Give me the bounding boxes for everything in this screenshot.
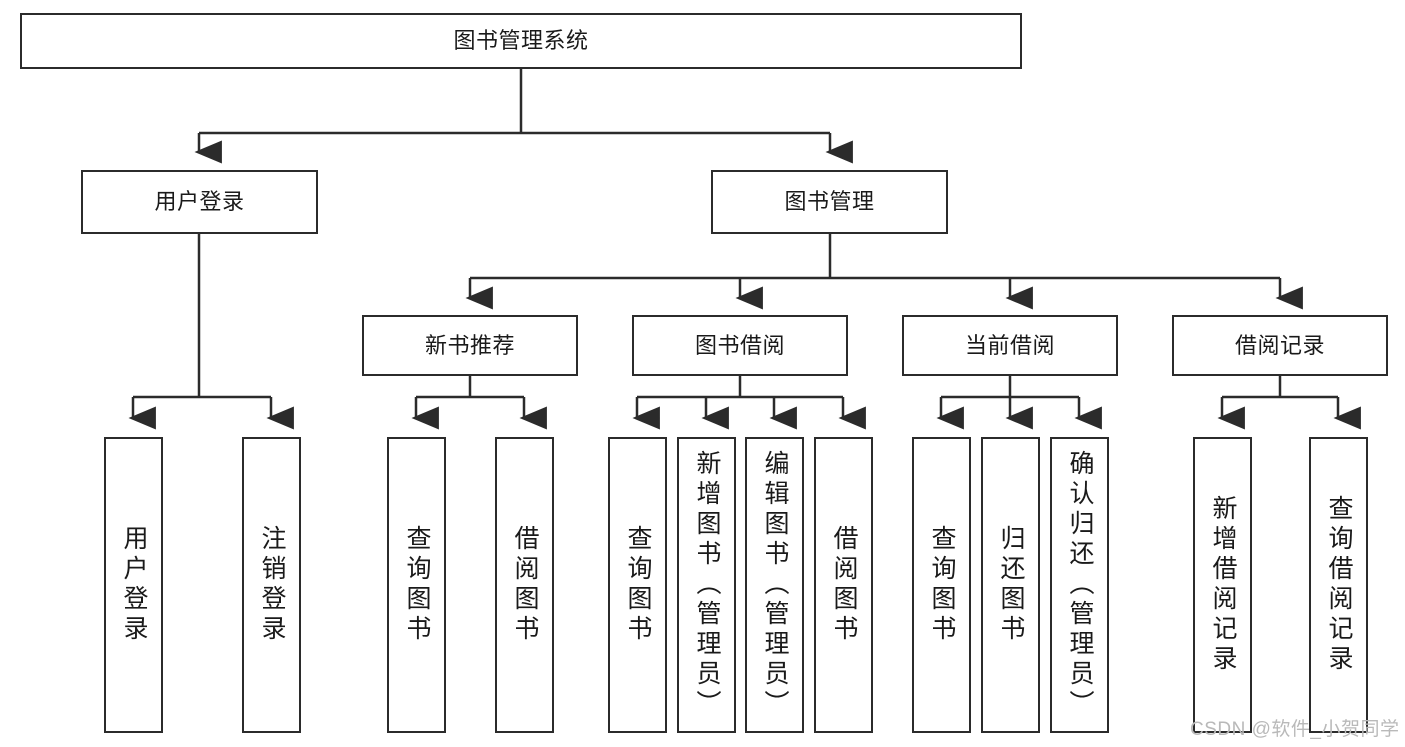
node-current-borrow-label: 当前借阅 [964,332,1055,358]
node-current-borrow[interactable]: 当前借阅 [902,315,1118,376]
leaf-record-add-record[interactable]: 新增借阅记录 [1193,437,1252,733]
node-book-management-label: 图书管理 [784,189,875,214]
csdn-watermark: CSDN @软件_小贺同学 [1190,719,1400,740]
node-borrow-record-label: 借阅记录 [1234,332,1325,358]
leaf-newbook-query-book[interactable]: 查询图书 [387,437,446,733]
node-root[interactable]: 图书管理系统 [20,13,1022,69]
leaf-current-return-book-label: 归还图书 [997,525,1025,645]
node-book-management[interactable]: 图书管理 [711,170,948,234]
leaf-borrow-edit-book-label: 编辑图书（管理员） [761,450,789,720]
node-user-login-label: 用户登录 [154,189,245,214]
leaf-current-query-book-label: 查询图书 [928,525,956,645]
leaf-newbook-borrow-book[interactable]: 借阅图书 [495,437,554,733]
leaf-newbook-query-book-label: 查询图书 [403,525,431,645]
node-user-login[interactable]: 用户登录 [81,170,318,234]
leaf-user-login-label: 用户登录 [120,525,148,645]
node-borrow-record[interactable]: 借阅记录 [1172,315,1388,376]
leaf-user-logout[interactable]: 注销登录 [242,437,301,733]
leaf-borrow-borrow-book[interactable]: 借阅图书 [814,437,873,733]
node-book-borrow[interactable]: 图书借阅 [632,315,848,376]
leaf-borrow-query-book-label: 查询图书 [624,525,652,645]
node-book-borrow-label: 图书借阅 [694,332,785,358]
node-root-label: 图书管理系统 [453,28,589,53]
leaf-current-query-book[interactable]: 查询图书 [912,437,971,733]
leaf-newbook-borrow-book-label: 借阅图书 [511,525,539,645]
node-new-book-recommend-label: 新书推荐 [424,332,515,358]
leaf-current-confirm-return-label: 确认归还（管理员） [1066,450,1094,720]
leaf-current-confirm-return[interactable]: 确认归还（管理员） [1050,437,1109,733]
leaf-borrow-borrow-book-label: 借阅图书 [830,525,858,645]
node-new-book-recommend[interactable]: 新书推荐 [362,315,578,376]
leaf-user-logout-label: 注销登录 [258,525,286,645]
leaf-borrow-edit-book[interactable]: 编辑图书（管理员） [745,437,804,733]
leaf-record-query-record-label: 查询借阅记录 [1325,495,1353,675]
leaf-record-add-record-label: 新增借阅记录 [1209,495,1237,675]
leaf-current-return-book[interactable]: 归还图书 [981,437,1040,733]
leaf-user-login[interactable]: 用户登录 [104,437,163,733]
leaf-record-query-record[interactable]: 查询借阅记录 [1309,437,1368,733]
leaf-borrow-add-book[interactable]: 新增图书（管理员） [677,437,736,733]
leaf-borrow-add-book-label: 新增图书（管理员） [693,450,721,720]
leaf-borrow-query-book[interactable]: 查询图书 [608,437,667,733]
